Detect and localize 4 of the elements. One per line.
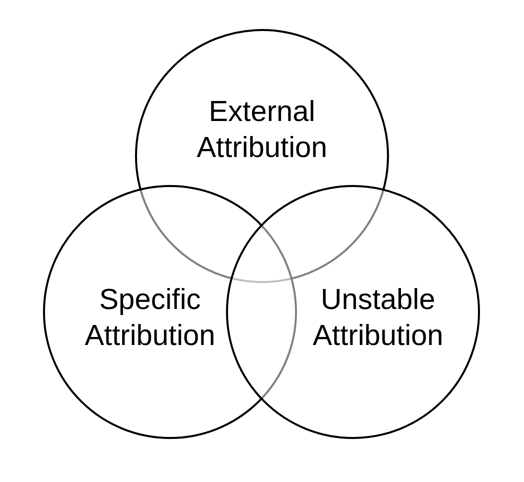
circle-label: External Attribution: [196, 95, 328, 166]
circle-label: Specific Attribution: [84, 283, 216, 354]
venn-circle: [226, 185, 480, 439]
circle-label: Unstable Attribution: [312, 283, 444, 354]
